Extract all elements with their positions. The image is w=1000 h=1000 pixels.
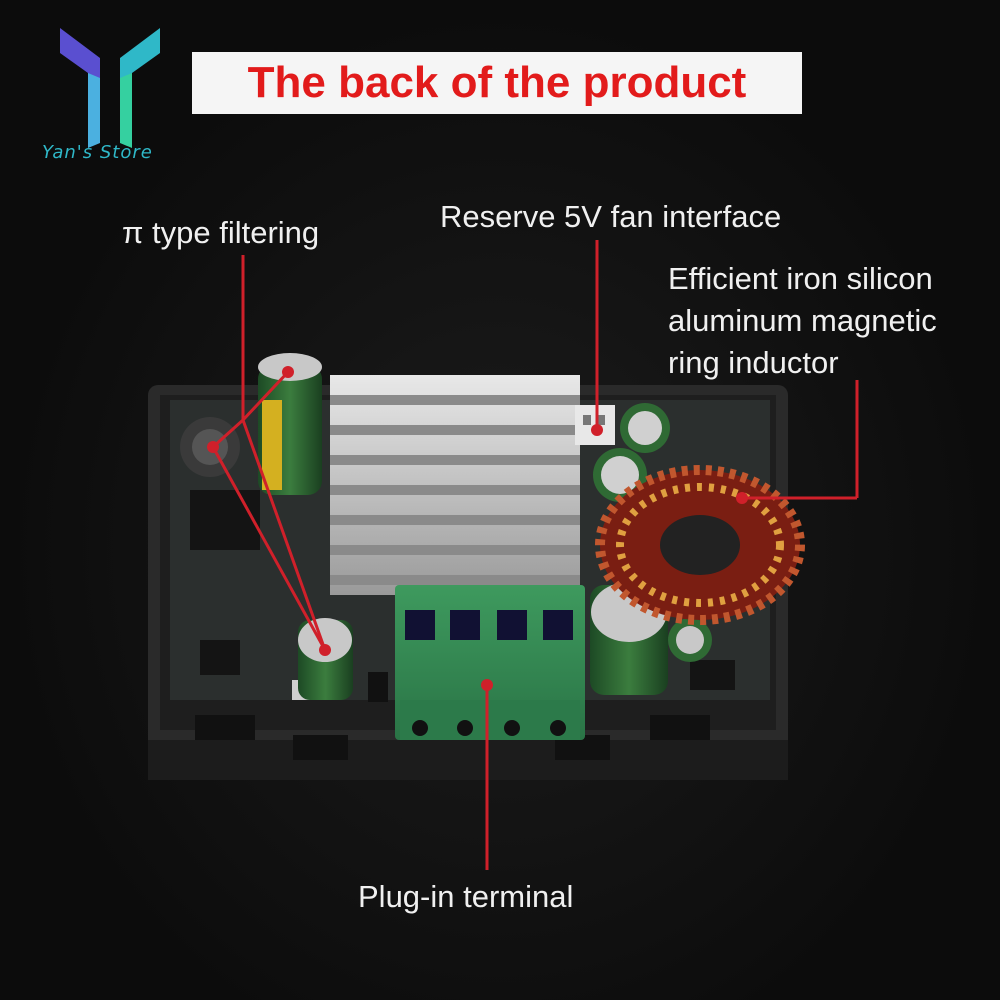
- store-name: Yan's Store: [42, 142, 153, 163]
- plug-in-terminal: [395, 585, 585, 740]
- inductor-label-line-1: Efficient iron silicon: [668, 261, 933, 296]
- terminal-label: Plug-in terminal: [358, 879, 574, 914]
- capacitor-small-left: [298, 618, 353, 700]
- capacitor-bottom-right: [590, 582, 712, 695]
- inductor-label-line-2: aluminum magnetic: [668, 303, 937, 338]
- banner-title: The back of the product: [247, 58, 747, 107]
- inductor-label-line-3: ring inductor: [668, 345, 839, 380]
- store-logo-icon: [60, 28, 160, 148]
- inductor-label: Efficient iron silicon aluminum magnetic…: [668, 258, 937, 384]
- capacitor-top-right: [593, 403, 670, 502]
- title-banner: The back of the product: [192, 52, 802, 114]
- fan-interface-label: Reserve 5V fan interface: [440, 199, 782, 234]
- callout-dots: [207, 366, 748, 691]
- heatsink: [330, 375, 580, 595]
- pi-filtering-label: π type filtering: [122, 215, 320, 250]
- ring-inductor: [595, 465, 805, 625]
- callout-lines: [211, 240, 859, 870]
